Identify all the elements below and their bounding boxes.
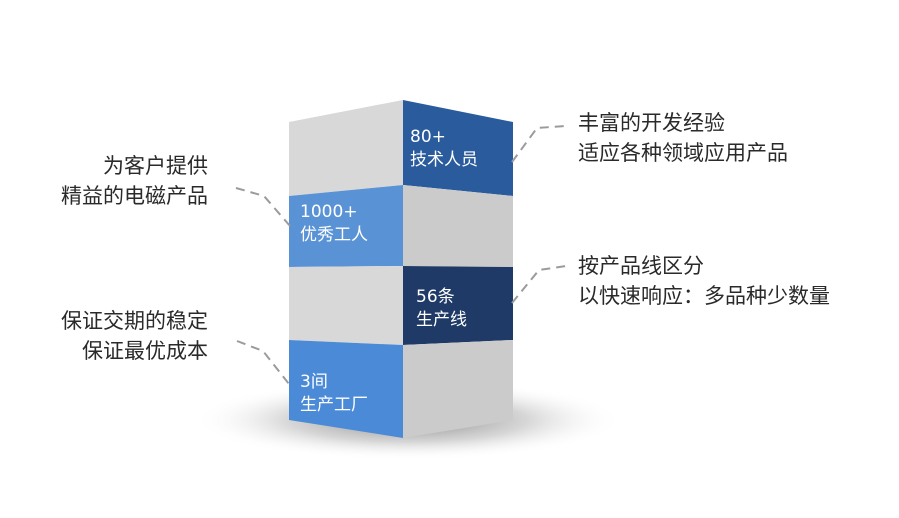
tower-right-face-block-3 xyxy=(403,266,513,345)
block-workers: 1000+ 优秀工人 xyxy=(300,201,368,247)
block-production-lines: 56条 生产线 xyxy=(416,286,467,332)
callout-right-top: 丰富的开发经验 适应各种领域应用产品 xyxy=(578,108,788,168)
connector-right-bottom xyxy=(511,265,567,304)
callout-right-bottom: 按产品线区分 以快速响应：多品种少数量 xyxy=(578,251,830,311)
block-technical-staff: 80+ 技术人员 xyxy=(410,126,478,172)
block-technical-staff-label: 技术人员 xyxy=(410,150,478,170)
block-production-lines-label: 生产线 xyxy=(416,310,467,330)
block-workers-label: 优秀工人 xyxy=(300,225,368,245)
callout-left-top-line1: 为客户提供 xyxy=(103,154,208,178)
connector-right-top xyxy=(511,125,567,163)
callout-left-bottom-line1: 保证交期的稳定 xyxy=(61,309,208,333)
tower-right-face-4 xyxy=(403,340,513,438)
callout-right-top-line1: 丰富的开发经验 xyxy=(578,111,725,135)
block-factories-label: 生产工厂 xyxy=(300,395,368,415)
tower-right-face-block-1 xyxy=(403,100,513,196)
callout-left-bottom-line2: 保证最优成本 xyxy=(82,339,208,363)
callout-left-bottom: 保证交期的稳定 保证最优成本 xyxy=(61,306,208,366)
callout-left-top: 为客户提供 精益的电磁产品 xyxy=(61,151,208,211)
connector-left-top xyxy=(235,187,291,227)
tower-right-face-2 xyxy=(403,185,513,267)
block-factories-value: 3间 xyxy=(300,372,328,392)
block-production-lines-value: 56条 xyxy=(416,287,455,307)
block-factories: 3间 生产工厂 xyxy=(300,371,368,417)
tower-left-face-block-2 xyxy=(289,185,403,267)
callout-right-bottom-line2: 以快速响应：多品种少数量 xyxy=(578,284,830,308)
tower-left-face-3 xyxy=(289,266,403,345)
tower-left-face-1 xyxy=(289,100,403,196)
block-technical-staff-value: 80+ xyxy=(410,127,446,147)
callout-left-top-line2: 精益的电磁产品 xyxy=(61,184,208,208)
callout-right-top-line2: 适应各种领域应用产品 xyxy=(578,141,788,165)
block-workers-value: 1000+ xyxy=(300,202,358,222)
connector-left-bottom xyxy=(236,340,290,385)
tower-left-face-block-4 xyxy=(289,340,403,438)
callout-right-bottom-line1: 按产品线区分 xyxy=(578,254,704,278)
